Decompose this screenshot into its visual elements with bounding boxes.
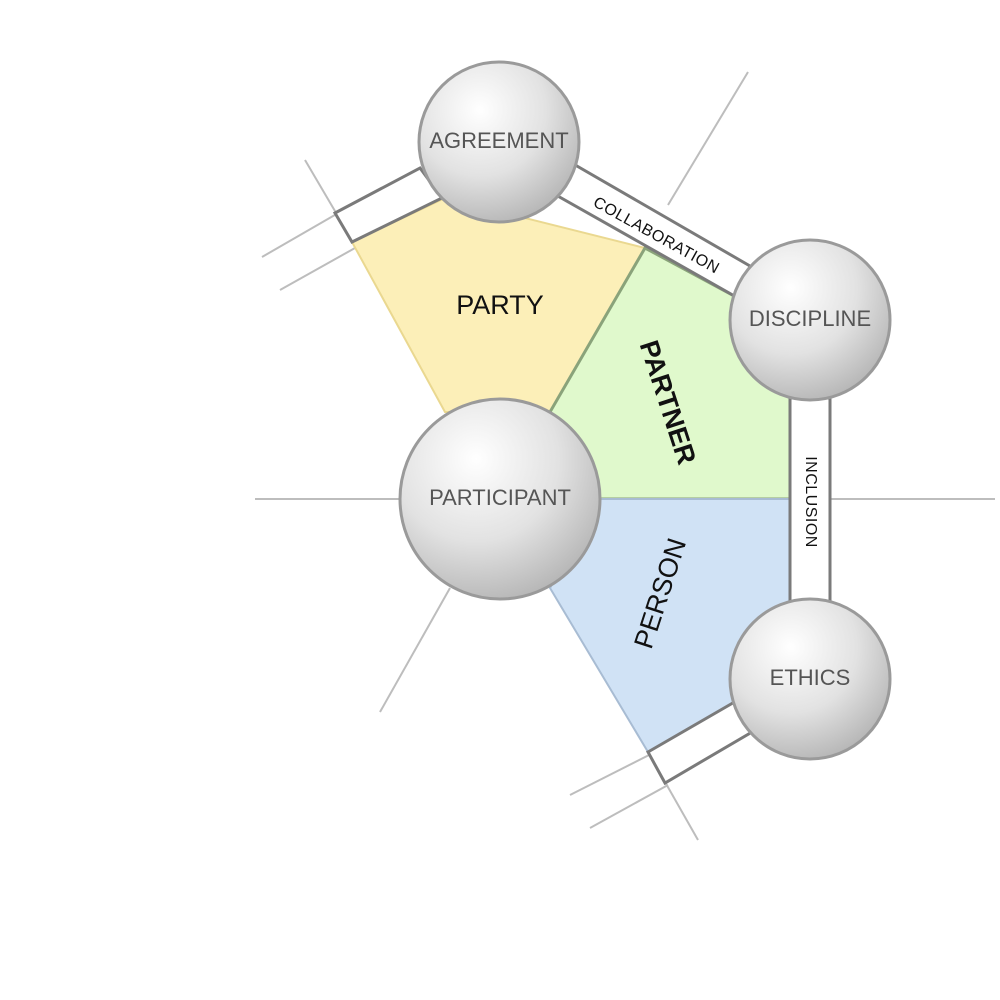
party-label: PARTY [456, 290, 544, 320]
node-participant[interactable]: PARTICIPANT [398, 397, 602, 601]
ethics-sphere [728, 597, 892, 761]
guide-line-far-left-2 [279, 247, 356, 291]
inclusion-label: INCLUSION [802, 456, 819, 548]
node-discipline[interactable]: DISCIPLINE [728, 238, 892, 402]
agreement-sphere [417, 60, 581, 224]
participant-label: PARTICIPANT [429, 485, 571, 510]
outer-bands [332, 159, 832, 786]
guide-line-far-left-1 [261, 211, 341, 258]
discipline-sphere [728, 238, 892, 402]
node-ethics[interactable]: ETHICS [728, 597, 892, 761]
discipline-label: DISCIPLINE [749, 306, 871, 331]
agreement-label: AGREEMENT [429, 128, 568, 153]
node-agreement[interactable]: AGREEMENT [417, 60, 581, 224]
ethics-label: ETHICS [770, 665, 851, 690]
guide-line-far-bottom-2 [589, 784, 669, 829]
guide-line-top-right [667, 71, 749, 206]
participant-sphere [398, 397, 602, 601]
guide-line-far-bottom-1 [569, 751, 656, 796]
guide-line-bottom-left [379, 587, 451, 713]
